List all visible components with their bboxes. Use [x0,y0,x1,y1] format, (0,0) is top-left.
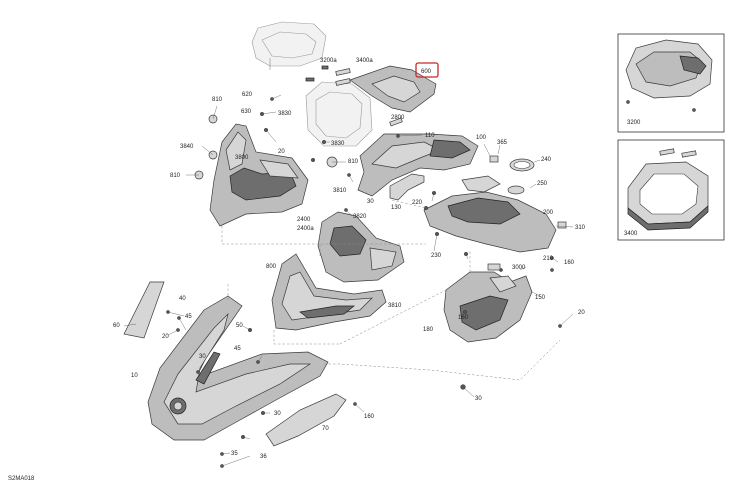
callout-600[interactable]: 600 [421,69,432,75]
callout-40[interactable]: 40 [179,296,186,302]
callout-130[interactable]: 130 [391,205,402,211]
callout-20[interactable]: 20 [578,310,585,316]
callout-50[interactable]: 50 [236,323,243,329]
callout-2400a[interactable]: 2400a [297,226,314,232]
strip-70 [265,393,347,447]
callout-810[interactable]: 810 [348,159,359,165]
inset-3200 [617,33,725,133]
callout-20[interactable]: 20 [162,334,169,340]
diagram-code: S2MA018 [8,476,35,482]
callout-36[interactable]: 36 [260,454,267,460]
callout-200[interactable]: 200 [543,210,554,216]
callout-30[interactable]: 30 [367,199,374,205]
callout-160[interactable]: 160 [364,414,375,420]
callout-2800[interactable]: 2800 [391,115,405,121]
highlight-box-600[interactable] [415,62,439,78]
callout-3830[interactable]: 3830 [331,141,345,147]
ring-240 [509,158,535,172]
side-panel-100 [357,117,499,201]
callout-3200a[interactable]: 3200a [320,58,337,64]
callout-70[interactable]: 70 [322,426,329,432]
top-trim-600 [305,65,437,113]
callout-3840[interactable]: 3840 [180,144,194,150]
callout-160[interactable]: 160 [458,315,469,321]
callout-3830[interactable]: 3830 [278,111,292,117]
callout-60[interactable]: 60 [113,323,120,329]
callout-240[interactable]: 240 [541,157,552,163]
callout-630[interactable]: 630 [241,109,252,115]
callout-250[interactable]: 250 [537,181,548,187]
windshield-800 [271,253,387,331]
callout-810[interactable]: 810 [170,173,181,179]
tray-200 [344,173,567,256]
right-panel-150 [443,256,562,390]
left-bracket-3800 [194,97,338,227]
center-housing-2400 [317,211,405,283]
callout-45[interactable]: 45 [234,346,241,352]
callout-620[interactable]: 620 [242,92,253,98]
callout-30[interactable]: 30 [199,354,206,360]
callout-20[interactable]: 20 [278,149,285,155]
callout-100[interactable]: 100 [476,135,487,141]
callout-3810[interactable]: 3810 [333,188,347,194]
strip-60 [123,281,165,339]
callout-810[interactable]: 810 [212,97,223,103]
callout-30[interactable]: 30 [274,411,281,417]
callout-2400[interactable]: 2400 [297,217,311,223]
callout-220[interactable]: 220 [412,200,423,206]
callout-35[interactable]: 35 [231,451,238,457]
callout-labels: 3200a 3400a 600 620 810 630 3830 2800 11… [113,58,641,460]
callout-3400a[interactable]: 3400a [356,58,373,64]
callout-800[interactable]: 800 [266,264,277,270]
assembly-lines [221,199,561,381]
callout-230[interactable]: 230 [431,253,442,259]
inset-3400 [617,139,725,241]
callout-3200[interactable]: 3200 [627,120,641,126]
leader-lines [123,94,574,467]
callout-45[interactable]: 45 [185,314,192,320]
front-panel-10 [147,295,357,468]
callout-110[interactable]: 110 [425,133,435,139]
callout-180[interactable]: 180 [423,327,434,333]
callout-160[interactable]: 160 [564,260,575,266]
callout-210[interactable]: 210 [543,256,554,262]
callout-3800[interactable]: 3800 [235,155,249,161]
callout-150[interactable]: 150 [535,295,546,301]
callout-310[interactable]: 310 [575,225,586,231]
callout-10[interactable]: 10 [131,373,138,379]
callout-3810[interactable]: 3810 [388,303,402,309]
callout-3400[interactable]: 3400 [624,231,638,237]
callout-3820[interactable]: 3820 [353,214,367,220]
plug-250 [507,185,525,195]
callout-3000[interactable]: 3000 [512,265,526,271]
ghost-top-cover [251,21,327,70]
ghost-storage-bin [305,81,373,147]
callout-365[interactable]: 365 [497,140,508,146]
callout-30[interactable]: 30 [475,396,482,402]
